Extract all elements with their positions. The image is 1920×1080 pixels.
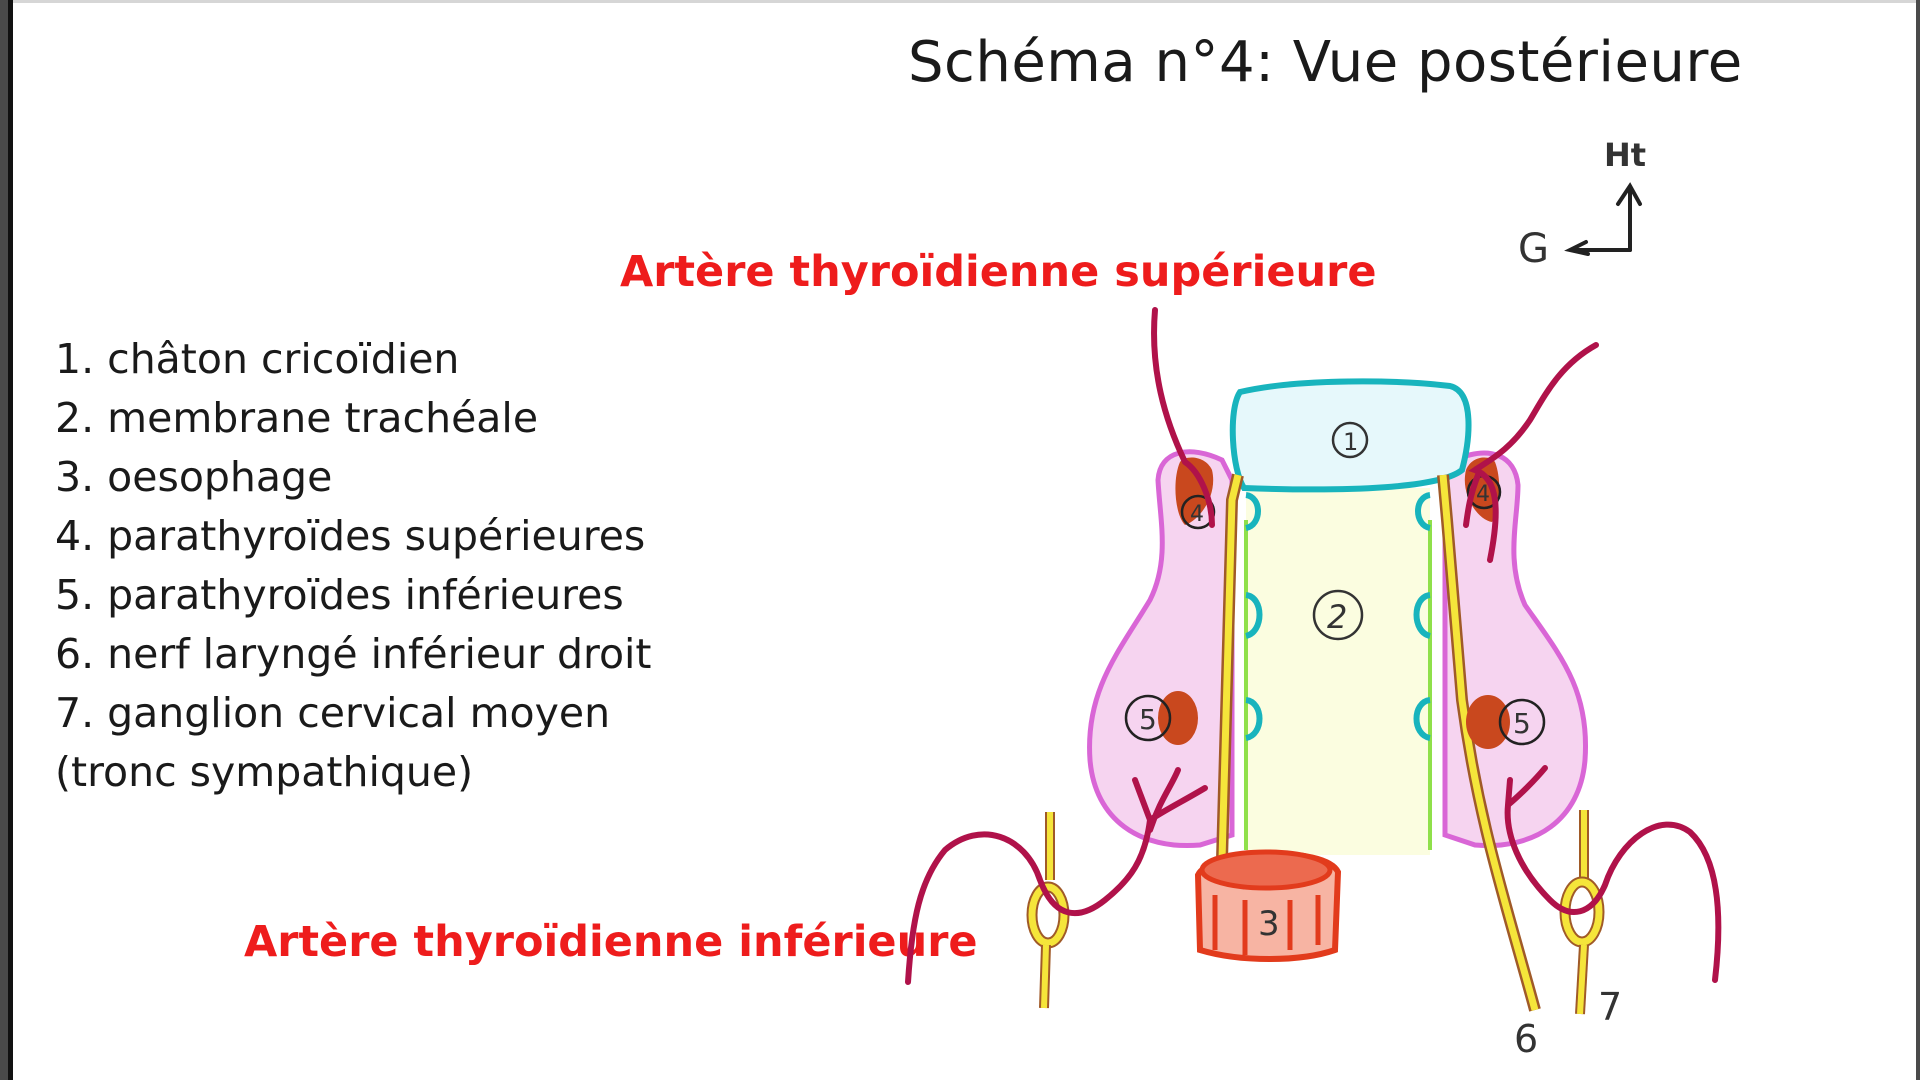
legend-item-5: 5. parathyroïdes inférieures <box>55 571 624 619</box>
legend-item-1: 1. châton cricoïdien <box>55 335 460 383</box>
orientation-indicator: Ht G <box>1518 136 1646 272</box>
legend-item-7: 7. ganglion cervical moyen <box>55 689 611 737</box>
marker-circle-5-left <box>1124 694 1172 742</box>
window-left-border <box>0 0 8 1080</box>
arrow-left-icon <box>1564 240 1632 256</box>
tracheal-ring <box>1244 697 1263 741</box>
cricoid-cartilage <box>1229 378 1472 493</box>
window-top-border <box>0 0 1920 3</box>
esophagus-top <box>1199 849 1333 891</box>
superior-thyroid-artery-left <box>1151 307 1215 528</box>
tracheal-ring <box>1413 592 1432 639</box>
tracheal-ring <box>1244 492 1261 531</box>
arrow-up-icon <box>1616 182 1642 252</box>
superior-thyroid-artery-label: Artère thyroïdienne supérieure <box>620 247 1377 297</box>
inferior-thyroid-artery-right <box>1504 765 1722 983</box>
tracheal-rings <box>1244 492 1432 741</box>
tracheal-ring <box>1413 697 1432 741</box>
marker-4-left: 4 <box>1190 502 1204 527</box>
marker-7: 7 <box>1598 985 1622 1029</box>
inferior-thyroid-artery-left <box>905 767 1208 985</box>
legend-list: 1. châton cricoïdien 2. membrane trachéa… <box>55 330 652 802</box>
inferior-thyroid-artery-label: Artère thyroïdienne inférieure <box>244 917 978 967</box>
window-right-border <box>1916 0 1920 1080</box>
marker-1: 1 <box>1343 428 1358 456</box>
marker-5-left: 5 <box>1139 703 1157 736</box>
tracheal-membrane <box>1246 488 1430 855</box>
marker-3: 3 <box>1258 904 1280 944</box>
marker-4-right: 4 <box>1476 482 1490 507</box>
marker-2: 2 <box>1327 598 1347 636</box>
legend-item-4: 4. parathyroïdes supérieures <box>55 512 646 560</box>
thyroid-lobe-left <box>1087 449 1235 849</box>
tracheal-ring <box>1244 592 1263 639</box>
legend-item-3: 3. oesophage <box>55 453 333 501</box>
sympathetic-trunk-left <box>1026 812 1070 1009</box>
superior-thyroid-artery-right <box>1468 342 1599 563</box>
marker-circle-2 <box>1312 589 1364 641</box>
esophagus-stripes <box>1212 895 1321 955</box>
marker-6: 6 <box>1514 1017 1538 1061</box>
diagram-title: Schéma n°4: Vue postérieure <box>908 30 1743 95</box>
tracheal-ring <box>1415 492 1432 531</box>
orientation-left-label: G <box>1518 226 1549 272</box>
marker-circle-1 <box>1331 421 1369 459</box>
thyroid-lobe-right <box>1442 450 1589 849</box>
marker-5-right: 5 <box>1513 707 1531 740</box>
legend-item-6: 6. nerf laryngé inférieur droit <box>55 630 652 678</box>
parathyroid-inferior-right <box>1466 695 1510 749</box>
recurrent-laryngeal-nerve-right <box>1439 474 1539 1011</box>
marker-circle-5-right <box>1498 698 1546 746</box>
window-left-shadow <box>8 0 13 1080</box>
parathyroid-inferior-left <box>1158 691 1198 745</box>
parathyroid-superior-left <box>1175 457 1214 525</box>
legend-item-7-note: (tronc sympathique) <box>55 748 474 796</box>
artery-branch <box>1463 472 1481 528</box>
orientation-up-label: Ht <box>1604 136 1646 174</box>
legend-item-2: 2. membrane trachéale <box>55 394 539 442</box>
recurrent-laryngeal-nerve-left <box>1218 474 1242 861</box>
